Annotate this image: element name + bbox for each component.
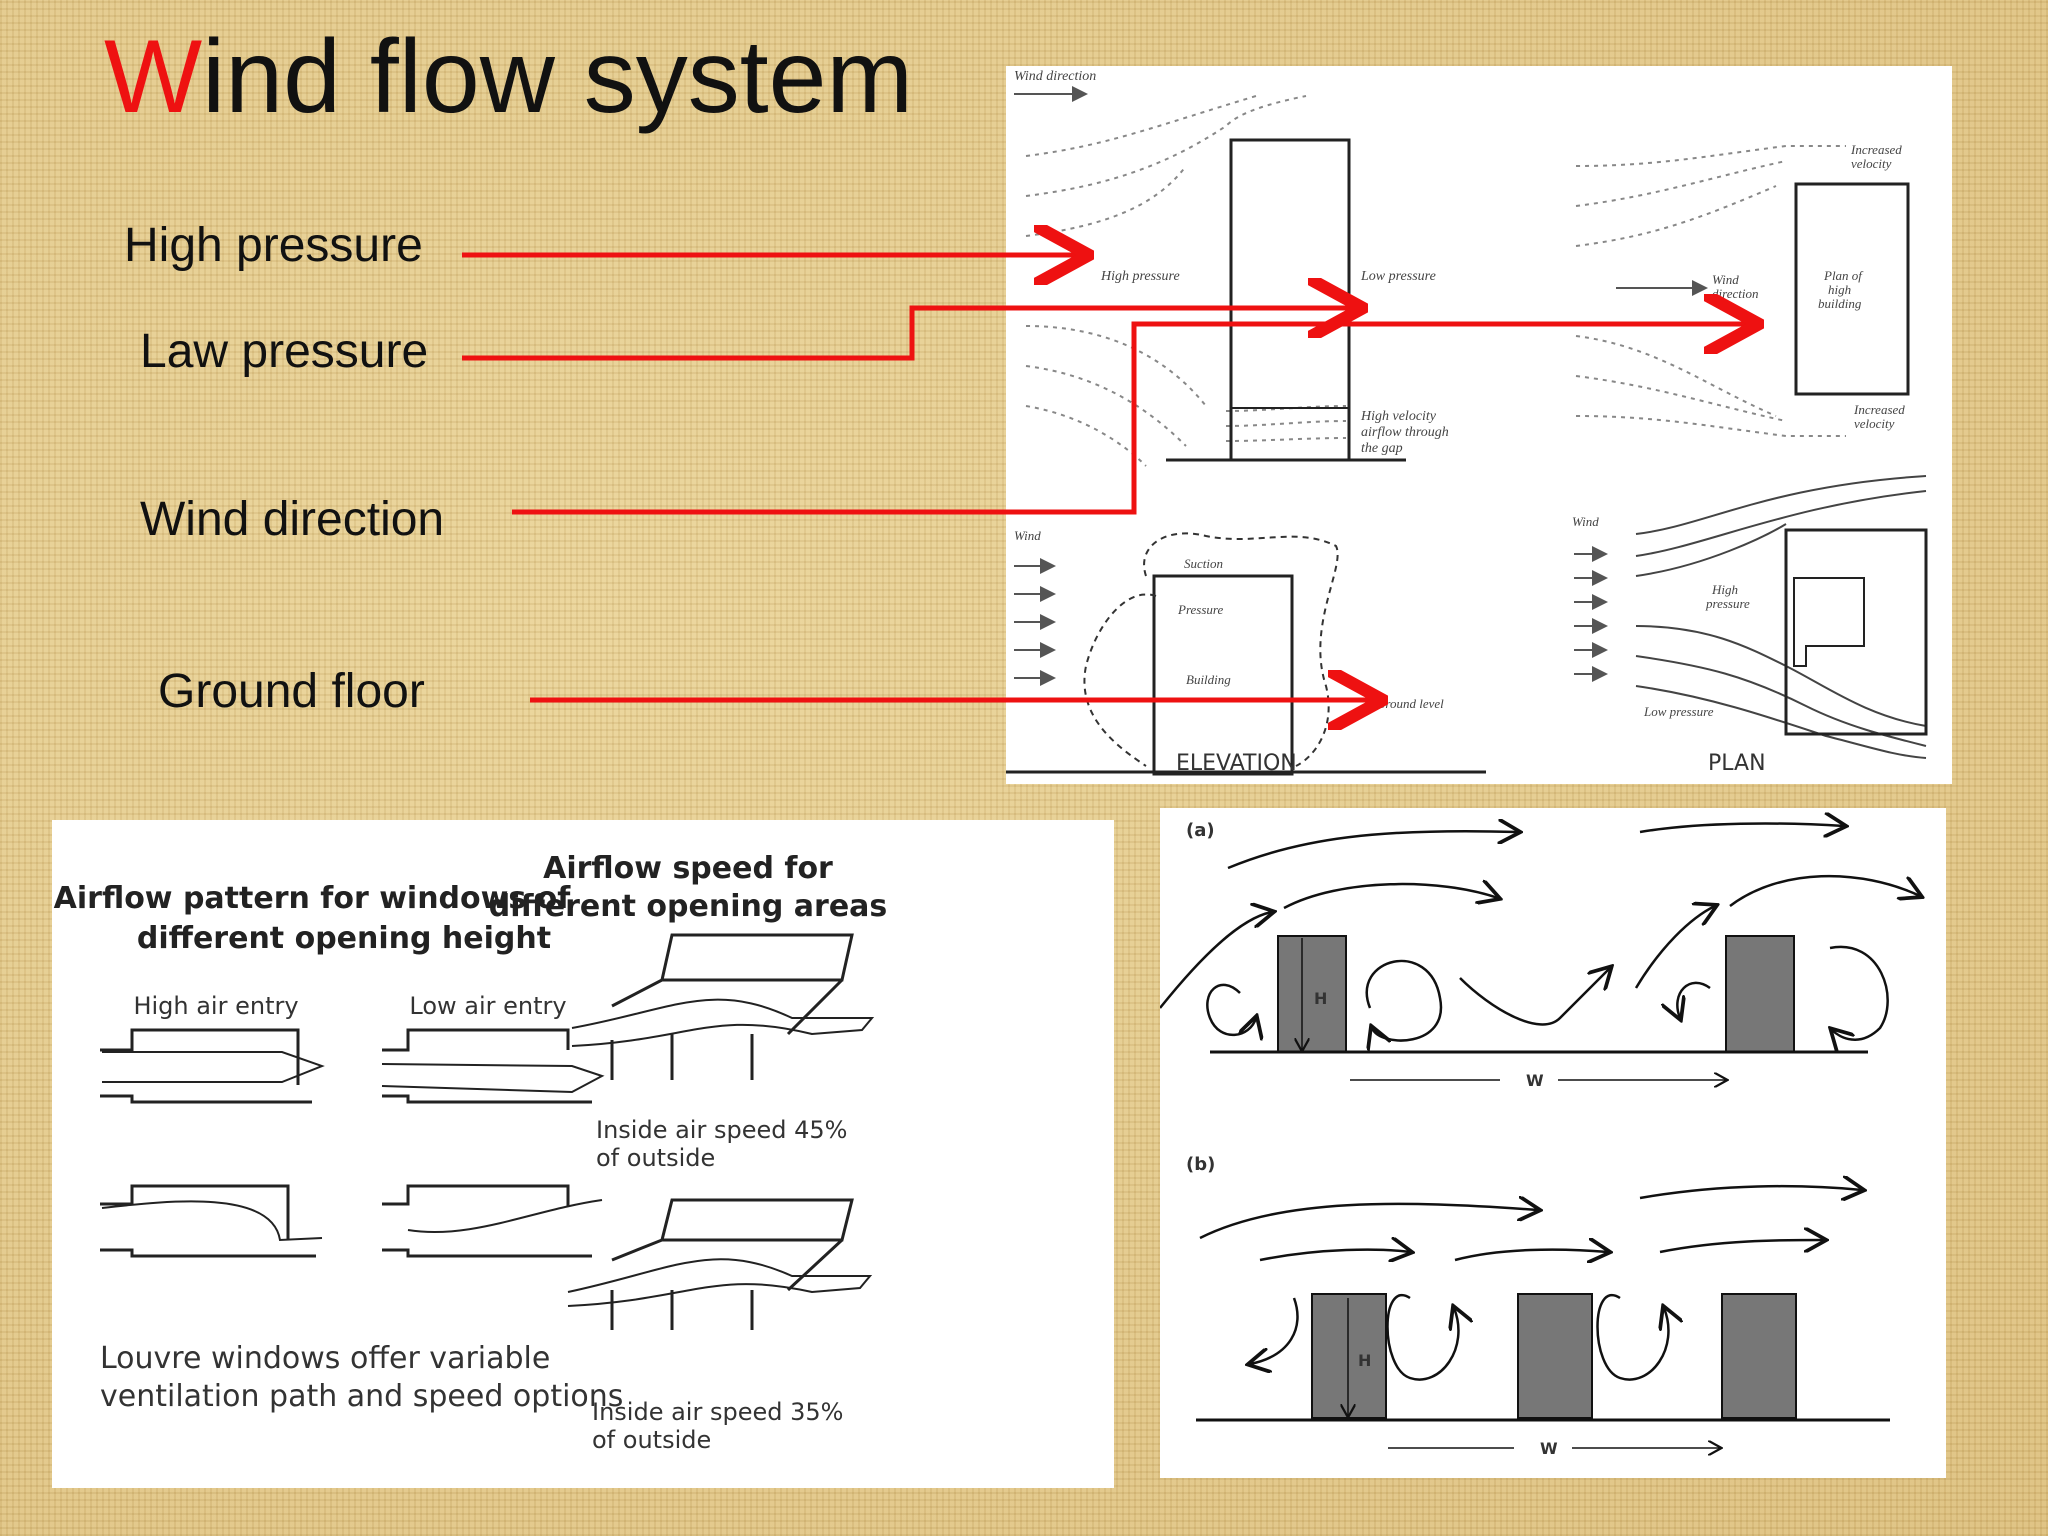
ground-level-text: Ground level bbox=[1376, 696, 1444, 711]
suction-text: Suction bbox=[1184, 556, 1223, 571]
building-b-2 bbox=[1517, 1293, 1593, 1419]
building-plan-low bbox=[1784, 528, 1928, 736]
courtyard-plan bbox=[1793, 577, 1865, 667]
plan-of-3: building bbox=[1818, 296, 1862, 311]
diagram-a-label: (a) bbox=[1186, 820, 1215, 841]
page-title: Wind flow system bbox=[104, 18, 913, 138]
increased-velocity-bottom-2: velocity bbox=[1854, 416, 1895, 431]
high-pressure-plan-1: High bbox=[1711, 582, 1738, 597]
plan-of-1: Plan of bbox=[1823, 268, 1864, 283]
diagram-b-label: (b) bbox=[1186, 1154, 1215, 1175]
wind-left-text: Wind bbox=[1014, 528, 1041, 543]
increased-velocity-top-2: velocity bbox=[1851, 156, 1892, 171]
airflow-speed-heading-2: different opening areas bbox=[489, 889, 888, 924]
louvre-text-2: ventilation path and speed options bbox=[100, 1379, 623, 1414]
window-airflow-svg: Airflow pattern for windows of different… bbox=[54, 851, 888, 1454]
airflow-lines-elevation bbox=[1025, 95, 1347, 467]
airflow-curves-a bbox=[1160, 824, 1920, 1041]
wind-direction-text: Wind direction bbox=[1014, 69, 1096, 84]
label-high-pressure: High pressure bbox=[124, 219, 423, 272]
building-a-1 bbox=[1277, 935, 1347, 1053]
suction-boundary bbox=[1143, 532, 1339, 767]
airflow-curves-b bbox=[1199, 1186, 1862, 1381]
plan-of-2: high bbox=[1828, 282, 1851, 297]
speed-45-line-2: of outside bbox=[596, 1144, 715, 1172]
elevation-caption: ELEVATION bbox=[1176, 751, 1297, 776]
wind-right-text: Wind bbox=[1572, 514, 1599, 529]
airflow-speed-heading-1: Airflow speed for bbox=[543, 851, 833, 886]
speed-35-line-1: Inside air speed 35% bbox=[592, 1398, 843, 1426]
high-pressure-text: High pressure bbox=[1100, 269, 1180, 284]
low-building-elevation bbox=[1152, 574, 1294, 776]
isometric-window-35 bbox=[567, 1198, 873, 1330]
high-pressure-plan-2: pressure bbox=[1705, 596, 1750, 611]
wind-pressure-diagram-svg: Wind direction High pressure Low pressur… bbox=[1006, 69, 1928, 776]
label-wind-direction: Wind direction bbox=[140, 493, 445, 546]
building-a-2 bbox=[1725, 935, 1795, 1053]
wind-dir-plan-1: Wind bbox=[1712, 272, 1739, 287]
room-section-low-1 bbox=[381, 1028, 605, 1104]
pressure-boundary bbox=[1083, 593, 1157, 767]
title-rest: ind flow system bbox=[202, 19, 914, 135]
high-air-entry-label: High air entry bbox=[133, 992, 298, 1020]
airflow-pattern-heading-2: different opening height bbox=[137, 921, 551, 956]
wind-dir-plan-2: direction bbox=[1712, 286, 1758, 301]
pressure-text: Pressure bbox=[1177, 602, 1223, 617]
increased-velocity-bottom-1: Increased bbox=[1853, 402, 1905, 417]
building-b-3 bbox=[1721, 1293, 1797, 1419]
window-airflow-diagram: Airflow pattern for windows of different… bbox=[52, 820, 1114, 1488]
isometric-window-45 bbox=[571, 933, 875, 1080]
label-ground-floor: Ground floor bbox=[158, 665, 425, 718]
low-air-entry-label: Low air entry bbox=[409, 992, 566, 1020]
label-law-pressure: Law pressure bbox=[140, 325, 429, 378]
width-label-b: W bbox=[1540, 1439, 1558, 1458]
tall-building-elevation bbox=[1229, 138, 1351, 462]
width-label-a: W bbox=[1526, 1071, 1544, 1090]
height-label-a: H bbox=[1314, 989, 1327, 1008]
low-pressure-text: Low pressure bbox=[1360, 269, 1436, 284]
louvre-text-1: Louvre windows offer variable bbox=[100, 1341, 550, 1376]
low-pressure-plan-text: Low pressure bbox=[1643, 704, 1714, 719]
wind-pressure-diagram: Wind direction High pressure Low pressur… bbox=[1006, 66, 1952, 784]
high-velocity-text-2: airflow through bbox=[1361, 425, 1449, 440]
increased-velocity-top-1: Increased bbox=[1850, 142, 1902, 157]
building-text: Building bbox=[1186, 672, 1231, 687]
height-label-b: H bbox=[1358, 1351, 1371, 1370]
wind-arrows-right bbox=[1574, 546, 1608, 682]
room-section-high-2 bbox=[100, 1184, 323, 1258]
speed-35-line-2: of outside bbox=[592, 1426, 711, 1454]
building-b-1 bbox=[1311, 1293, 1387, 1419]
plan-caption: PLAN bbox=[1708, 751, 1766, 776]
airflow-pattern-heading-1: Airflow pattern for windows of bbox=[54, 881, 572, 916]
speed-45-line-1: Inside air speed 45% bbox=[596, 1116, 847, 1144]
tall-building-plan bbox=[1794, 182, 1910, 396]
high-velocity-text-3: the gap bbox=[1361, 441, 1403, 456]
room-section-low-2 bbox=[382, 1184, 603, 1258]
wind-arrows-left bbox=[1014, 558, 1056, 686]
building-spacing-diagram: (a) H W (b) bbox=[1160, 808, 1946, 1478]
room-section-high-1 bbox=[100, 1028, 325, 1104]
building-spacing-svg: (a) H W (b) bbox=[1160, 808, 1946, 1458]
high-velocity-text-1: High velocity bbox=[1360, 409, 1437, 424]
title-first-letter: W bbox=[104, 19, 203, 135]
